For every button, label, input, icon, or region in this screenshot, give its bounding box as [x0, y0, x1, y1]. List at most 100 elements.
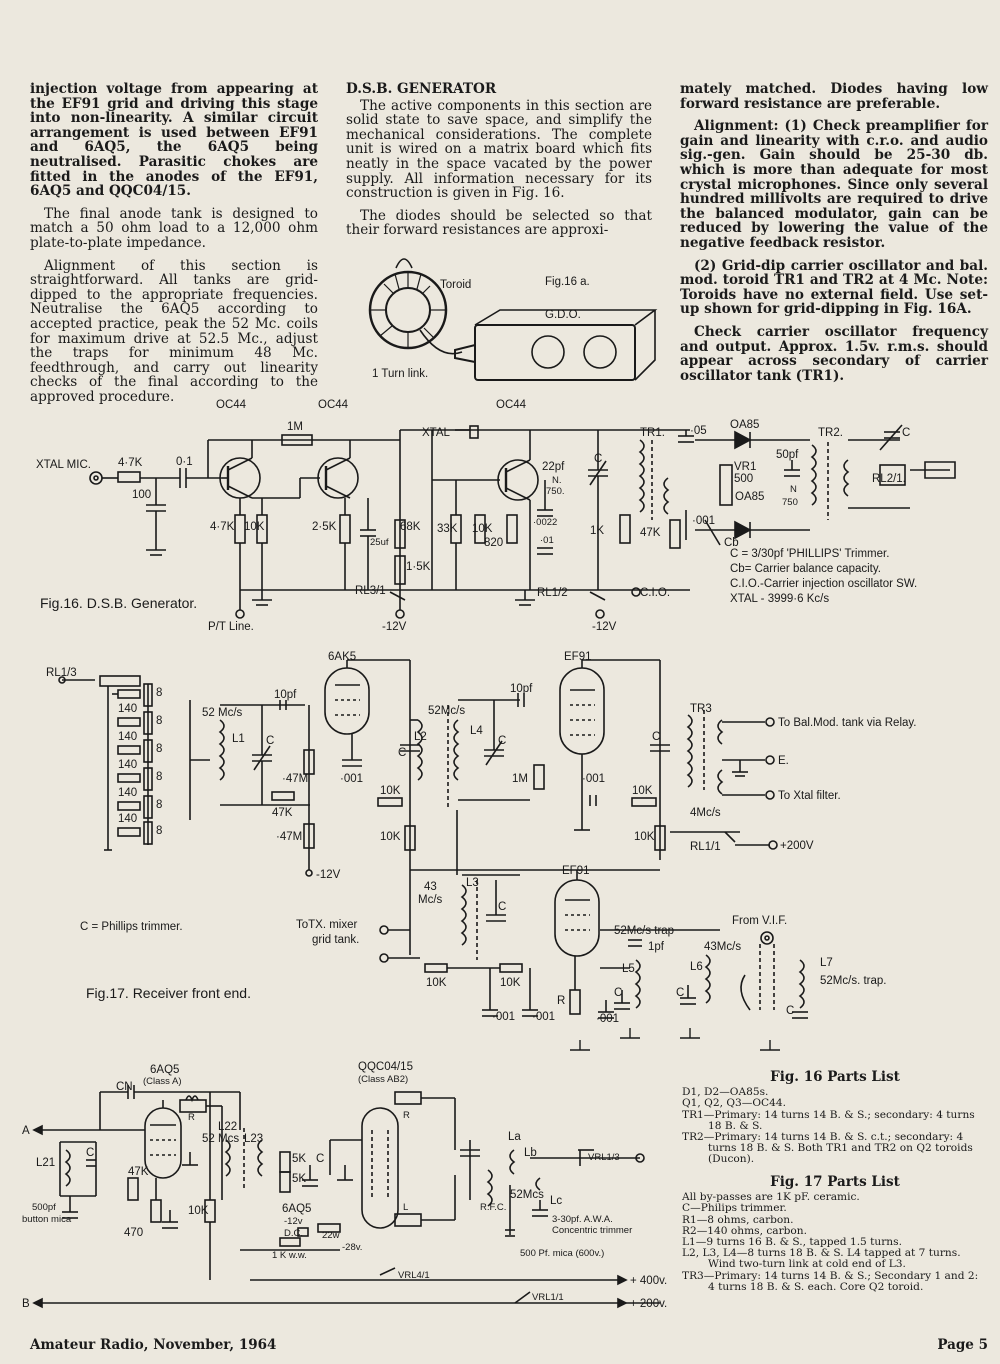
label-c: ·001	[340, 773, 363, 785]
label-xtal-mic: XTAL MIC.	[36, 459, 91, 471]
label-relay: RL1/3	[46, 667, 77, 679]
label-r: 820	[484, 537, 503, 549]
label-cn: CN	[116, 1081, 133, 1093]
label-c: ·001	[692, 515, 715, 527]
label-l23: L23	[244, 1133, 263, 1145]
label-q2: OC44	[318, 399, 349, 411]
label-r: 1 K w.w.	[272, 1250, 307, 1261]
label-l21: L21	[36, 1157, 55, 1169]
label-r: 10K	[188, 1205, 209, 1217]
label-r: 10K	[244, 521, 265, 533]
label-to-xtal-filter: To Xtal filter.	[778, 790, 841, 802]
paragraph: mately matched. Diodes having low forwar…	[680, 81, 988, 112]
parts-item: R1—8 ohms, carbon.	[682, 1213, 794, 1226]
label-c: 50pf	[776, 449, 799, 461]
fig16-note: XTAL - 3999·6 Kc/s	[730, 593, 829, 605]
label-supply: + 200v.	[630, 1298, 667, 1310]
fig17-parts-list: Fig. 17 Parts List All by-passes are 1K …	[682, 1175, 988, 1293]
parts-item: TR1—Primary: 14 turns 14 B. & S.; second…	[682, 1108, 975, 1132]
label-r: 4·7K	[118, 457, 143, 469]
label-r: 47K	[128, 1166, 149, 1178]
label-l2: L2	[414, 731, 427, 743]
label-r: 2·5K	[312, 521, 337, 533]
label-r: 1M	[287, 421, 303, 433]
label-lb: Lb	[524, 1147, 537, 1159]
label-c: C	[498, 901, 506, 913]
label-c: 500 Pf. mica (600v.)	[520, 1248, 604, 1259]
label-class: (Class AB2)	[358, 1074, 408, 1085]
label-r: 10K	[500, 977, 521, 989]
paragraph: Alignment: (1) Check preamplifier for ga…	[680, 119, 988, 250]
label-pt-line: P/T Line.	[208, 621, 254, 633]
label-r: 8	[156, 687, 162, 699]
text-column-3: mately matched. Diodes having low forwar…	[680, 82, 988, 391]
label-r: 1·5K	[406, 561, 431, 573]
label-r: 5K	[292, 1173, 306, 1185]
label-freq: 52 Mcs	[202, 1133, 239, 1145]
label-to-tx-mixer: grid tank.	[312, 934, 359, 946]
label-tr2: TR2.	[818, 427, 843, 439]
label-to-tx-mixer: ToTX. mixer	[296, 919, 358, 931]
paragraph: injection voltage from appearing at the …	[30, 81, 318, 200]
label-l22: L22	[218, 1121, 237, 1133]
parts-item: TR2—Primary: 14 turns 14 B. & S. c.t.; s…	[682, 1131, 973, 1166]
label-r: 10K	[472, 523, 493, 535]
parts-item: C—Philips trimmer.	[682, 1202, 787, 1215]
label-r: 8	[156, 825, 162, 837]
label-c: button mica	[22, 1214, 72, 1225]
text-column-2: D.S.B. GENERATOR The active components i…	[346, 82, 652, 246]
label-turn-link: 1 Turn link.	[372, 368, 428, 380]
label-c: 0·1	[176, 456, 193, 468]
label-c: 1pf	[648, 941, 665, 953]
label-lc: Lc	[550, 1195, 562, 1207]
label-r: 10K	[380, 785, 401, 797]
label-c: C	[86, 1147, 94, 1159]
label-c: 10pf	[274, 689, 297, 701]
label-r: 8	[156, 771, 162, 783]
label-supply: -28v.	[342, 1242, 362, 1253]
label-rfc: R.F.C.	[480, 1202, 506, 1213]
label-c: ·05	[690, 425, 707, 437]
paragraph: The diodes should be selected so that th…	[346, 207, 652, 239]
label-l7: L7	[820, 957, 833, 969]
label-c: C	[652, 731, 660, 743]
label-earth: E.	[778, 755, 789, 767]
label-c: ·01	[540, 535, 554, 546]
label-d1: OA85	[730, 419, 759, 431]
fig16a-diagram: Toroid Fig.16 a. G.D.O. 1 Turn link.	[368, 258, 658, 381]
label-r: 10K	[380, 831, 401, 843]
label-relay: RL3/1	[355, 585, 386, 597]
label-trap: 52Mc/s trap	[614, 925, 674, 937]
label-c: ·001	[492, 1011, 515, 1023]
label-freq: 43	[424, 881, 437, 893]
label-freq: 4Mc/s	[690, 807, 721, 819]
fig17-note: C = Phillips trimmer.	[80, 921, 183, 933]
label-supply: -12V	[382, 621, 407, 633]
label-c: N	[790, 484, 797, 495]
parts-item: Q1, Q2, Q3—OC44.	[682, 1097, 786, 1110]
label-r: 8	[156, 799, 162, 811]
label-class: (Class A)	[143, 1076, 182, 1087]
label-c: ·001	[532, 1011, 555, 1023]
label-r: 140	[118, 731, 137, 743]
label-relay: VRL1/3	[588, 1152, 620, 1163]
label-l5: L5	[622, 963, 635, 975]
label-l1: L1	[232, 733, 245, 745]
label-valve-6ak5: 6AK5	[328, 651, 356, 663]
parts-item: L1—9 turns 16 B. & S., tapped 1.5 turns.	[682, 1236, 902, 1249]
label-r: 5K	[292, 1153, 306, 1165]
footer-page-number: Page 5	[937, 1337, 988, 1353]
label-r: ·47M	[276, 831, 302, 843]
label-d2: OA85	[735, 491, 764, 503]
label-relay: VRL4/1	[398, 1270, 430, 1281]
label-from-vif: From V.I.F.	[732, 915, 787, 927]
fig16-caption: Fig.16. D.S.B. Generator.	[40, 595, 197, 611]
label-c: C	[398, 747, 406, 759]
label-r: ·47M	[282, 773, 308, 785]
label-r: 140	[118, 787, 137, 799]
label-r: 140	[118, 759, 137, 771]
label-relay: RL1/2	[537, 587, 568, 599]
label-q3: OC44	[496, 399, 527, 411]
label-supply: +200V	[780, 840, 814, 852]
